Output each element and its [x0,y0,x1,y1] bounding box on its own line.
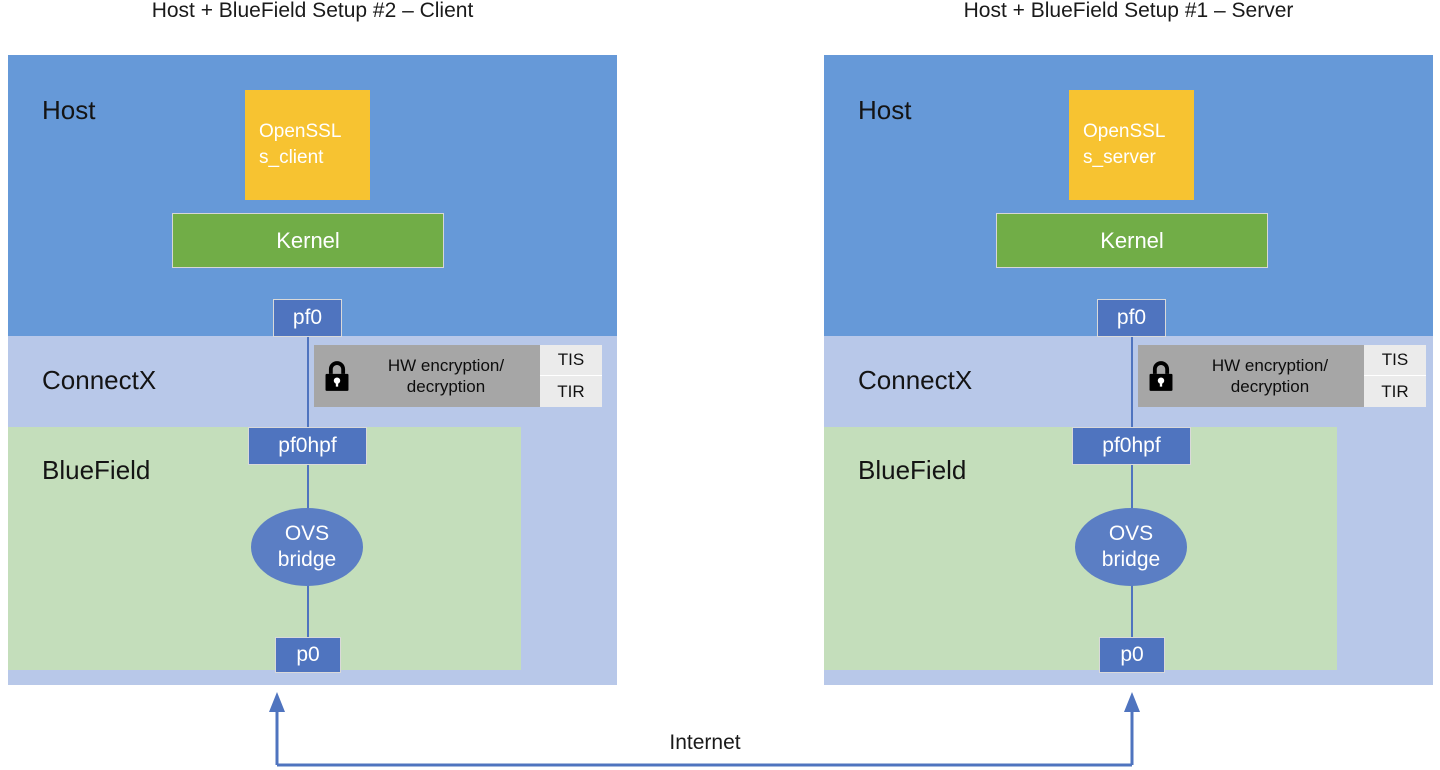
connector-pf0-to-pf0hpf-server [1131,318,1133,438]
zone-label-bluefield-server: BlueField [858,455,967,485]
hw-encryption-block-client[interactable]: HW encryption/ decryption [314,345,540,407]
hw-encryption-label: HW encryption/ decryption [387,356,505,396]
port-pf0hpf-client[interactable]: pf0hpf [248,427,367,465]
port-p0-server[interactable]: p0 [1099,637,1165,673]
openssl-app-line1: OpenSSL [259,121,342,142]
zone-label-host-client: Host [42,95,96,125]
tis-tir-group-server: TIS TIR [1364,345,1426,407]
zone-label-host-server: Host [858,95,912,125]
ovs-line2: bridge [277,548,337,571]
lock-icon [325,361,349,391]
connector-pf0hpf-to-ovs-client [307,463,309,523]
zone-label-connectx-client: ConnectX [42,365,157,395]
ovs-line2: bridge [1101,548,1161,571]
openssl-app-box-client[interactable]: OpenSSL s_client [245,90,370,200]
lock-icon [1149,361,1173,391]
tir-cell-client[interactable]: TIR [540,376,602,407]
tis-cell-server[interactable]: TIS [1364,345,1426,376]
ovs-bridge-client[interactable]: OVS bridge [251,508,363,586]
port-pf0hpf-server[interactable]: pf0hpf [1072,427,1191,465]
connector-pf0hpf-to-ovs-server [1131,463,1133,523]
port-pf0-server[interactable]: pf0 [1097,299,1166,337]
tis-tir-group-client: TIS TIR [540,345,602,407]
openssl-app-line1: OpenSSL [1083,121,1166,142]
hw-encryption-label: HW encryption/ decryption [1211,356,1329,396]
openssl-app-line2: s_server [1083,147,1156,168]
kernel-box-client[interactable]: Kernel [172,213,444,268]
openssl-app-line2: s_client [259,147,324,168]
hw-encryption-block-server[interactable]: HW encryption/ decryption [1138,345,1364,407]
connector-pf0-to-pf0hpf-client [307,318,309,438]
port-p0-client[interactable]: p0 [275,637,341,673]
openssl-app-box-server[interactable]: OpenSSL s_server [1069,90,1194,200]
kernel-box-server[interactable]: Kernel [996,213,1268,268]
panel-title-server: Host + BlueField Setup #1 – Server [963,0,1294,22]
connector-ovs-to-p0-server [1131,570,1133,640]
ovs-line1: OVS [284,522,330,545]
connector-ovs-to-p0-client [307,570,309,640]
port-pf0-client[interactable]: pf0 [273,299,342,337]
ovs-bridge-server[interactable]: OVS bridge [1075,508,1187,586]
tir-cell-server[interactable]: TIR [1364,376,1426,407]
ovs-line1: OVS [1108,522,1154,545]
zone-label-bluefield-client: BlueField [42,455,151,485]
zone-label-connectx-server: ConnectX [858,365,973,395]
internet-label: Internet [669,731,741,754]
tis-cell-client[interactable]: TIS [540,345,602,376]
panel-title-client: Host + BlueField Setup #2 – Client [151,0,474,22]
